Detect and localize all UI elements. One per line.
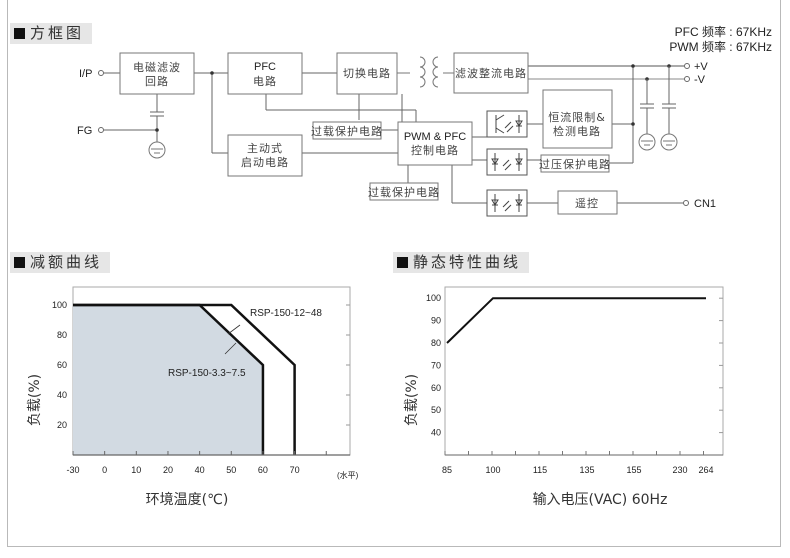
x-tick-label: 155: [626, 465, 641, 475]
block-active-start: 主动式 启动电路: [227, 134, 303, 177]
terminal-vplus: +V: [684, 61, 708, 73]
svg-text:PFC: PFC: [254, 61, 276, 73]
wires: [104, 64, 684, 204]
y-tick-label: 100: [52, 300, 67, 310]
block-switching: 切换电路: [336, 52, 398, 95]
svg-text:过载保护电路: 过载保护电路: [368, 185, 440, 199]
y-tick-label: 60: [57, 360, 67, 370]
series-load: [446, 297, 706, 344]
terminal-ip: I/P: [79, 68, 104, 80]
optocoupler-icon: [486, 189, 528, 217]
ground-icon: [148, 141, 166, 159]
x-tick-label: -30: [66, 465, 79, 475]
x-tick-label: 115: [533, 465, 547, 475]
terminal-fg: FG: [77, 125, 104, 137]
svg-text:+V: +V: [694, 61, 708, 73]
bullet-square-icon: [14, 28, 25, 39]
block-overload-protection-2: 过载保护电路: [368, 182, 440, 201]
section-title-derating: 减额曲线: [10, 252, 111, 273]
x-tick-label: 230: [672, 465, 687, 475]
svg-text:恒流限制&: 恒流限制&: [548, 110, 606, 124]
y-axis-label: 负载(%): [404, 374, 420, 426]
x-axis-label: 输入电压(VAC) 60Hz: [533, 492, 668, 508]
derating-chart: -30 0 10 20 40 50 60 70 20 40 60 80 100 RSP-150-12~4…: [27, 286, 359, 508]
x-unit-note: (水平): [337, 470, 359, 480]
svg-text:-V: -V: [694, 74, 706, 86]
y-tick-label: 80: [57, 330, 67, 340]
block-overload-protection-1: 过载保护电路: [311, 121, 383, 140]
svg-text:主动式: 主动式: [247, 142, 283, 155]
terminal-vminus: -V: [684, 74, 706, 86]
section-title-block-diagram: 方框图: [10, 23, 93, 44]
svg-text:FG: FG: [77, 125, 92, 137]
optocoupler-icon: [486, 110, 528, 138]
block-diagram: I/P FG +V -V CN1 电磁滤波 回路 PFC 电路 切换电路 滤波整…: [77, 52, 716, 217]
block-remote-control: 遥控: [557, 190, 618, 215]
svg-text:I/P: I/P: [79, 68, 92, 80]
page-frame: [7, 0, 781, 547]
ground-icon: [660, 133, 678, 151]
section-title-static: 静态特性曲线: [393, 252, 530, 273]
bullet-square-icon: [397, 257, 408, 268]
bullet-square-icon: [14, 257, 25, 268]
terminal-cn1: CN1: [683, 198, 716, 210]
x-tick-label: 60: [258, 465, 268, 475]
svg-text:检测电路: 检测电路: [553, 124, 601, 138]
pwm-frequency: PWM 频率 : 67KHz: [669, 40, 772, 54]
y-tick-label: 100: [426, 293, 441, 303]
series-rsp-150-12-48: [73, 303, 296, 455]
plot-area: [444, 286, 724, 456]
block-pwm-pfc-controller: PWM & PFC 控制电路: [397, 121, 473, 166]
x-tick-label: 100: [485, 465, 500, 475]
block-current-limit: 恒流限制& 检测电路: [542, 89, 613, 149]
x-tick-label: 50: [226, 465, 236, 475]
svg-text:切换电路: 切换电路: [343, 66, 391, 80]
x-tick-label: 40: [195, 465, 205, 475]
ground-icon: [638, 133, 656, 151]
x-tick-label: 70: [290, 465, 300, 475]
annotation-rsp-150-12-48: RSP-150-12~48: [250, 308, 322, 319]
svg-text:电磁滤波: 电磁滤波: [133, 61, 181, 74]
x-axis-label: 环境温度(℃): [146, 492, 229, 508]
optocoupler-icon: [486, 148, 528, 176]
svg-text:遥控: 遥控: [575, 196, 599, 210]
svg-text:回路: 回路: [145, 75, 169, 88]
svg-text:过压保护电路: 过压保护电路: [539, 157, 611, 171]
y-tick-label: 20: [57, 420, 67, 430]
x-tick-label: 264: [698, 465, 713, 475]
transformer-icon: [397, 56, 454, 88]
derating-area-fill: [73, 305, 263, 455]
x-tick-label: 0: [102, 465, 107, 475]
y-tick-label: 40: [57, 390, 67, 400]
pfc-frequency: PFC 频率 : 67KHz: [674, 25, 772, 39]
x-tick-label: 20: [163, 465, 173, 475]
y-tick-label: 70: [431, 360, 441, 370]
y-tick-label: 50: [431, 405, 441, 415]
annotation-rsp-150-3.3-7.5: RSP-150-3.3~7.5: [168, 368, 246, 379]
block-rectifier: 滤波整流电路: [453, 52, 529, 94]
y-tick-label: 40: [431, 428, 441, 438]
svg-text:PWM & PFC: PWM & PFC: [404, 131, 466, 143]
x-tick-label: 85: [442, 465, 452, 475]
static-characteristic-chart: 85 100 115 135 155 230 264 40 50 60 70 80 90 100 输入电压…: [404, 286, 724, 508]
svg-text:CN1: CN1: [694, 198, 716, 210]
x-tick-label: 135: [579, 465, 594, 475]
y-tick-label: 90: [431, 316, 441, 326]
block-emi-filter: 电磁滤波 回路: [119, 52, 195, 95]
svg-text:过载保护电路: 过载保护电路: [311, 124, 383, 138]
x-tick-label: 10: [131, 465, 141, 475]
annotation-leader: [224, 342, 237, 355]
y-axis-label: 负载(%): [27, 374, 43, 426]
svg-text:电路: 电路: [253, 75, 277, 88]
y-tick-label: 60: [431, 383, 441, 393]
svg-text:启动电路: 启动电路: [241, 156, 289, 169]
svg-text:滤波整流电路: 滤波整流电路: [455, 66, 527, 80]
annotation-leader: [227, 324, 241, 335]
block-overvoltage-protection: 过压保护电路: [539, 154, 611, 173]
y-tick-label: 80: [431, 338, 441, 348]
block-pfc: PFC 电路: [227, 52, 303, 95]
svg-text:控制电路: 控制电路: [411, 143, 459, 157]
